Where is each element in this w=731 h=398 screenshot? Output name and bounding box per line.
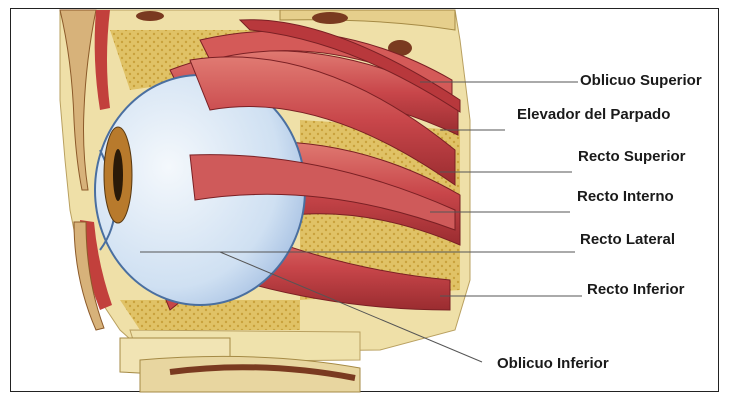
- label-oblicuo-superior: Oblicuo Superior: [580, 72, 702, 90]
- label-oblicuo-inferior: Oblicuo Inferior: [497, 355, 609, 373]
- label-elevador-parpado: Elevador del Parpado: [517, 106, 670, 124]
- label-recto-inferior: Recto Inferior: [587, 281, 685, 299]
- iris: [104, 127, 132, 223]
- label-recto-superior: Recto Superior: [578, 148, 686, 166]
- label-recto-interno: Recto Interno: [577, 188, 674, 206]
- label-recto-lateral: Recto Lateral: [580, 231, 675, 249]
